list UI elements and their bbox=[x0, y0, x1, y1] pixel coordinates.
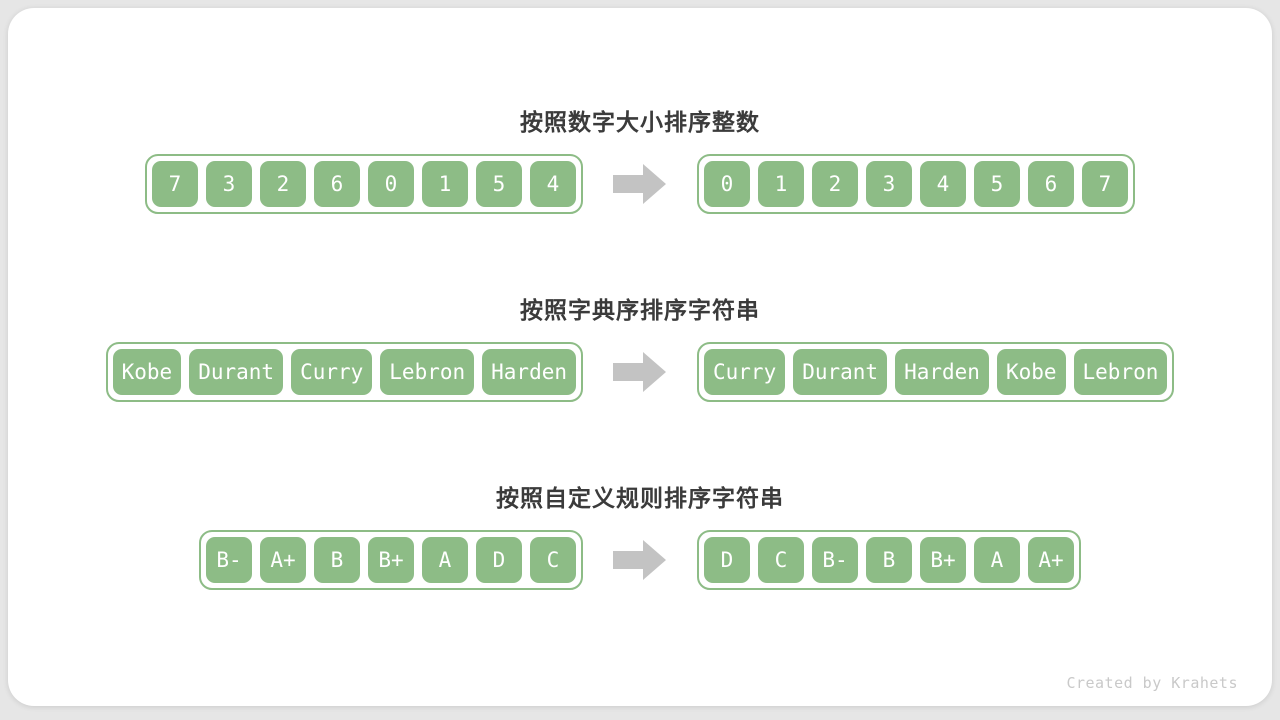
array-cell: C bbox=[530, 537, 576, 583]
array-cell: 5 bbox=[974, 161, 1020, 207]
array-cell: A bbox=[974, 537, 1020, 583]
arrow-right-icon bbox=[613, 351, 667, 393]
watermark: Created by Krahets bbox=[1066, 674, 1238, 692]
array-cell: 0 bbox=[368, 161, 414, 207]
array-cell: Curry bbox=[291, 349, 373, 395]
array-cell: 3 bbox=[866, 161, 912, 207]
row-title: 按照数字大小排序整数 bbox=[520, 109, 760, 135]
array-cell: 2 bbox=[260, 161, 306, 207]
array-cell: 5 bbox=[476, 161, 522, 207]
array-cell: Durant bbox=[793, 349, 888, 395]
array-cell: B bbox=[314, 537, 360, 583]
array-cell: Kobe bbox=[996, 349, 1066, 395]
array-cell: B+ bbox=[920, 537, 966, 583]
arrow-right-icon bbox=[613, 539, 667, 581]
array-cell: 6 bbox=[314, 161, 360, 207]
array-cell: A+ bbox=[260, 537, 306, 583]
array-cell: 3 bbox=[206, 161, 252, 207]
array-cell: Harden bbox=[482, 349, 576, 395]
array-cell: Durant bbox=[189, 349, 284, 395]
array-cell: Kobe bbox=[112, 349, 182, 395]
array-cell: 2 bbox=[812, 161, 858, 207]
array-cell: 4 bbox=[920, 161, 966, 207]
array-cell: A+ bbox=[1028, 537, 1074, 583]
array-cell: C bbox=[758, 537, 804, 583]
array-cell: Lebron bbox=[1073, 349, 1168, 395]
array-cell: Harden bbox=[895, 349, 989, 395]
array-cell: 7 bbox=[152, 161, 198, 207]
row-title: 按照字典序排序字符串 bbox=[520, 297, 760, 323]
array-cell: 1 bbox=[758, 161, 804, 207]
arrow-right-icon bbox=[613, 163, 667, 205]
array-cell: A bbox=[422, 537, 468, 583]
array-cell: 6 bbox=[1028, 161, 1074, 207]
array-cell: B- bbox=[206, 537, 252, 583]
array-cell: B bbox=[866, 537, 912, 583]
array-cell: D bbox=[704, 537, 750, 583]
array-cell: 0 bbox=[704, 161, 750, 207]
array-cell: B+ bbox=[368, 537, 414, 583]
array-cell: D bbox=[476, 537, 522, 583]
array-cell: 1 bbox=[422, 161, 468, 207]
row-title: 按照自定义规则排序字符串 bbox=[496, 485, 784, 511]
array-cell: B- bbox=[812, 537, 858, 583]
array-cell: 4 bbox=[530, 161, 576, 207]
array-cell: Curry bbox=[704, 349, 786, 395]
array-cell: Lebron bbox=[380, 349, 475, 395]
array-cell: 7 bbox=[1082, 161, 1128, 207]
